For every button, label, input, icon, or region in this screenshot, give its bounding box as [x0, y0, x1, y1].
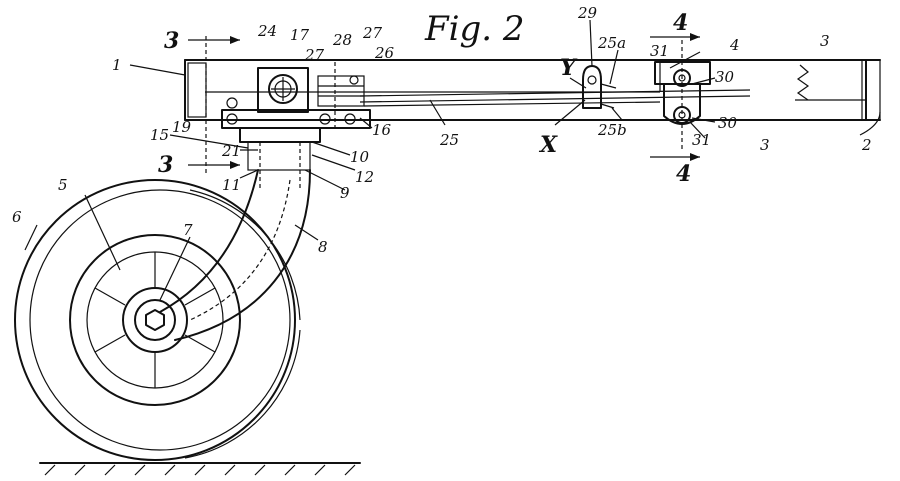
ref-29: 29 — [577, 4, 598, 22]
ref-30b: 30 — [718, 114, 738, 132]
ref-25b: 25b — [597, 121, 627, 139]
ref-24: 24 — [257, 22, 277, 40]
ref-31b: 31 — [692, 131, 711, 149]
fork-arm — [160, 170, 310, 340]
ref-28: 28 — [332, 31, 352, 49]
figure-title: Fig. 2 — [424, 9, 524, 49]
ref-3a: 3 — [820, 32, 830, 50]
clip-29 — [583, 66, 616, 108]
wheel — [15, 180, 300, 460]
section-label-right-top: 4 — [673, 10, 688, 36]
ref-25a: 25a — [597, 34, 626, 52]
ref-27b: 27 — [362, 24, 383, 42]
ref-17: 17 — [290, 26, 310, 44]
ref-27a: 27 — [304, 46, 325, 64]
ref-31a: 31 — [650, 42, 669, 60]
ref-3b: 3 — [760, 136, 770, 154]
section-label-left-bottom: 3 — [158, 152, 173, 178]
ref-2: 2 — [861, 136, 872, 154]
ref-6: 6 — [12, 208, 22, 226]
ref-30a: 30 — [715, 68, 735, 86]
ref-21: 21 — [221, 142, 241, 160]
ref-16: 16 — [372, 121, 392, 139]
bearing-assembly — [222, 62, 370, 188]
section-lines — [188, 33, 700, 175]
ref-11: 11 — [222, 176, 241, 194]
ref-9: 9 — [340, 184, 350, 202]
section-label-right-bottom: 4 — [676, 161, 691, 187]
ref-12: 12 — [355, 168, 374, 186]
ref-4: 4 — [729, 36, 740, 54]
leader-lines — [25, 20, 880, 300]
ref-7: 7 — [183, 221, 193, 239]
section-label-left-top: 3 — [164, 28, 179, 54]
ref-26: 26 — [374, 44, 395, 62]
ref-1: 1 — [112, 56, 122, 74]
ref-25: 25 — [439, 131, 459, 149]
ref-15: 15 — [150, 126, 169, 144]
ref-8: 8 — [318, 238, 328, 256]
ref-19: 19 — [172, 118, 192, 136]
ref-X: X — [538, 132, 558, 158]
ref-Y: Y — [560, 55, 578, 81]
ground — [40, 463, 360, 475]
ref-10: 10 — [350, 148, 370, 166]
ref-5: 5 — [58, 176, 68, 194]
